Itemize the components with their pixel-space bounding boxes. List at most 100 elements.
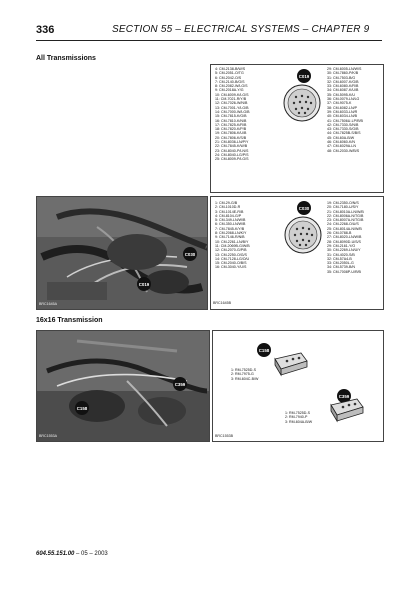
- pin-label: 23: CM-8040-P/LN/S: [215, 148, 249, 153]
- callout-c030: C030: [297, 201, 311, 215]
- pin-label: 33: CM-2050L-G: [327, 261, 354, 266]
- pin-label: 14: CM-7000-W/LG/B: [215, 109, 250, 114]
- pin-label: 44: CM-7825B-S/B/S: [327, 131, 361, 136]
- pin-label: 2: RM-7975-G: [231, 372, 254, 377]
- figure-code: BRC1645A: [39, 302, 57, 306]
- callout-c019: C019: [297, 69, 311, 83]
- pin-label: 12: CM-2070-G/P/B: [215, 248, 247, 253]
- pin-label: 31: CM-7503-B/G: [327, 75, 356, 80]
- wiring-photo-panel: C030 C019 BRC1645A: [36, 196, 208, 310]
- pin-label: 4: CM-2138-B/W/S: [215, 67, 246, 71]
- pin-label: 15: CM-7815-K/G/B: [215, 114, 247, 119]
- pin-label: 3: CM-1014E-R/B: [215, 209, 244, 214]
- pin-label: 9: CM-7146-R/N/B: [215, 235, 245, 240]
- pin-label: 7: CM-2140-B/G/S: [215, 79, 245, 84]
- pin-label: 24: CM-8040-LG/P/S: [215, 152, 249, 157]
- pin-label: 6: CM-2042-O/S: [215, 75, 242, 80]
- pin-label: 10: CM-2261-LN/B/Y: [215, 239, 249, 244]
- pin-label: 16: CM-7810-K/N/B: [215, 118, 247, 123]
- pin-label: 1: RM-7525D-S: [285, 411, 310, 415]
- pin-label: 12: CM-7026-W/N/B: [215, 101, 248, 106]
- c158-connector-drawing: [274, 352, 308, 377]
- pin-label: 27: CM-8020-LN/W/B: [327, 235, 362, 240]
- callout-c359: C359: [337, 389, 351, 403]
- page-title: SECTION 55 – ELECTRICAL SYSTEMS – CHAPTE…: [112, 24, 370, 35]
- pin-label: 14: CM-7128-LG/O/U: [215, 256, 250, 261]
- pin-label: 41: CM-7506U-LP/R/B: [327, 118, 363, 123]
- connector-c030-diagram: 1: CM-29-G/B 2: CM-1010D-R 3: CM-1014E-R…: [210, 196, 384, 310]
- pin-label: 13: CM-7001-Y/LG/B: [215, 105, 249, 110]
- figure-code: BRC1553B: [215, 434, 233, 438]
- pin-list-right: 29: CM-6005-LN/W/S 30: CM-7860-P/K/B 31:…: [327, 67, 363, 153]
- pin-label: 22: CM-8006A-N/TG/B: [327, 213, 364, 218]
- pin-label: 23: CM-8007A-N/TG/B: [327, 218, 364, 223]
- pin-label: 32: CM-6007-K/G/B: [327, 79, 359, 84]
- pin-label: 38: CM-6082-LN/P: [327, 105, 357, 110]
- pin-label: 30: CM-2269-LN/U/Y: [327, 248, 361, 253]
- pin-label: 43: CM-7330-S/G/B: [327, 127, 359, 132]
- pin-label: 19: CM-7806-K/U/B: [215, 131, 247, 136]
- pin-label: 26: CM-0788-B: [327, 231, 352, 236]
- pin-label: 18: CM-7820-K/P/B: [215, 127, 247, 132]
- pin-label: 13: CM-2250-O/G/S: [215, 252, 247, 257]
- section-heading-all-transmissions: All Transmissions: [36, 55, 96, 62]
- pin-label: 20: CM-7180-U/S/Y: [327, 205, 359, 210]
- pin-label: 31: CM-4020-S/B: [327, 252, 355, 257]
- c019-connector-drawing: [283, 84, 321, 122]
- pin-label: 30: CM-7860-P/K/B: [327, 71, 359, 76]
- pin-label: 47: CM-6029A-LN: [327, 144, 356, 149]
- pin-label: 35: CM-7008P-U/R/B: [327, 269, 361, 274]
- pin-label: 28: CM-8090D-U/S/S: [327, 239, 361, 244]
- connector-c158-c359-diagram: C158 1: RM-7525D-S 2: RM-7975-G 3: RM-60…: [212, 330, 384, 442]
- pin-label: 45: CM-60A-B/W: [327, 135, 355, 140]
- c158-pin-list: 1: RM-7525D-S 2: RM-7975-G 3: RM-604C-B/…: [231, 368, 258, 381]
- pin-label: 17: CM-7825-K/R/B: [215, 122, 247, 127]
- pin-label: 37: CM-9075-K: [327, 101, 352, 106]
- callout-c158: C158: [75, 401, 89, 415]
- pin-label: 3: RM-604C-B/W: [231, 376, 259, 381]
- pin-label: 7: CM-7845-K/Y/B: [215, 226, 245, 231]
- figure-code: BRC1645B: [213, 301, 231, 305]
- pin-label: 3: RM-604A-B/W: [285, 419, 313, 424]
- callout-c359: C359: [173, 377, 187, 391]
- section-heading-16x16-transmission: 16x16 Transmission: [36, 317, 103, 324]
- pin-label: 40: CM-6034-LN/B: [327, 114, 357, 119]
- pin-label: 35: CM-5095-K/U: [327, 92, 355, 97]
- pin-label: 36: CM-0079-LN/LG: [327, 97, 360, 102]
- transmission-photo-panel: C359 C158 BRC1553A: [36, 330, 210, 442]
- pin-label: 10: CM-6009-K/LG/S: [215, 92, 249, 97]
- pin-list-left: 1: CM-29-G/B 2: CM-1010D-R 3: CM-1014E-R…: [215, 201, 250, 270]
- pin-label: 42: CM-7330-S/N/B: [327, 122, 359, 127]
- pin-label: 29: CM-2161-Y/O: [327, 243, 356, 248]
- pin-label: 21: CM-8036-LN/P/Y: [215, 140, 249, 145]
- pin-label: 19: CM-2350-O/N/S: [327, 201, 359, 205]
- header-divider: [36, 40, 382, 41]
- pin-label: 5: CM-2051-O/TG: [215, 71, 244, 76]
- pin-label: 1: RM-7525D-S: [231, 368, 256, 372]
- pin-label: 8: CM-2082-W/LG/S: [215, 84, 248, 89]
- c030-connector-drawing: [284, 216, 322, 254]
- figure-code: BRC1553A: [39, 434, 57, 438]
- wiring-harness-photo: [37, 197, 207, 309]
- pin-label: 34: CM-5739-B/N: [327, 265, 355, 270]
- page-number: 336: [36, 24, 55, 36]
- pin-label: 20: CM-7806-K/S/B: [215, 135, 247, 140]
- c359-connector-drawing: [330, 398, 364, 423]
- pin-label: 21: CM-8010A-LN/W/B: [327, 209, 364, 214]
- connector-c019-diagram: 4: CM-2138-B/W/S 5: CM-2051-O/TG 6: CM-2…: [210, 64, 384, 193]
- pin-label: 2: CM-1010D-R: [215, 205, 241, 210]
- pin-label: 29: CM-6005-LN/W/S: [327, 67, 362, 71]
- pin-label: 39: CM-6033-LN/R: [327, 109, 358, 114]
- pin-label: 25: CM-8014A-N/W/B: [327, 226, 362, 231]
- pin-label: 22: CM-7845-K/W/B: [215, 144, 248, 149]
- pin-label: 9: CM-2018A-Y/G: [215, 88, 244, 93]
- pin-label: 1: CM-29-G/B: [215, 201, 238, 205]
- pin-label: 32: CM-57A4-B: [327, 256, 352, 261]
- document-number: 604.55.151.00: [36, 551, 75, 557]
- pin-label: 11: CM-2069B-G/W/B: [215, 243, 250, 248]
- footer: 604.55.151.00 – 05 – 2003: [36, 551, 108, 557]
- callout-c030: C030: [183, 247, 197, 261]
- pin-label: 16: CM-3040-Y/U/S: [215, 265, 247, 270]
- pin-label: 48: CM-2030-W/B/S: [327, 148, 360, 153]
- callout-c019: C019: [137, 277, 151, 291]
